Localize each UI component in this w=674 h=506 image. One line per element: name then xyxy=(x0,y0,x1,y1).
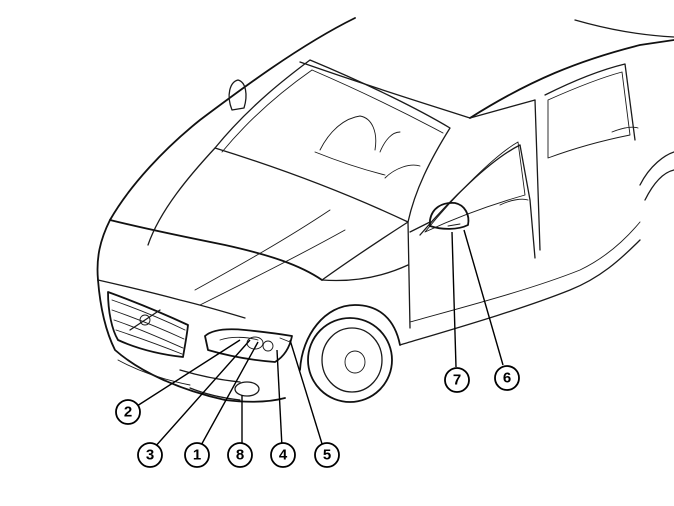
leader-3 xyxy=(153,339,251,449)
leader-4 xyxy=(276,349,283,448)
callouts: 2 3 1 8 4 5 7 6 xyxy=(115,365,520,468)
leader-lines xyxy=(136,229,504,450)
callout-7: 7 xyxy=(444,367,470,393)
callout-1: 1 xyxy=(184,442,210,468)
leader-1 xyxy=(198,341,259,450)
callout-label-2: 2 xyxy=(124,404,132,421)
callout-label-4: 4 xyxy=(279,447,288,464)
callout-label-8: 8 xyxy=(236,447,244,464)
leader-5 xyxy=(289,339,324,448)
callout-label-6: 6 xyxy=(503,370,511,387)
callout-8: 8 xyxy=(227,442,253,468)
callout-5: 5 xyxy=(314,442,340,468)
callout-6: 6 xyxy=(494,365,520,391)
car-body xyxy=(96,17,674,403)
leader-2 xyxy=(136,339,241,407)
callout-label-5: 5 xyxy=(323,447,331,464)
callout-label-7: 7 xyxy=(453,372,461,389)
leader-6 xyxy=(463,229,504,366)
leader-7 xyxy=(451,231,457,368)
callout-2: 2 xyxy=(115,399,141,425)
callout-4: 4 xyxy=(270,442,296,468)
callout-label-3: 3 xyxy=(146,447,154,464)
callout-label-1: 1 xyxy=(193,447,201,464)
callout-3: 3 xyxy=(137,442,163,468)
